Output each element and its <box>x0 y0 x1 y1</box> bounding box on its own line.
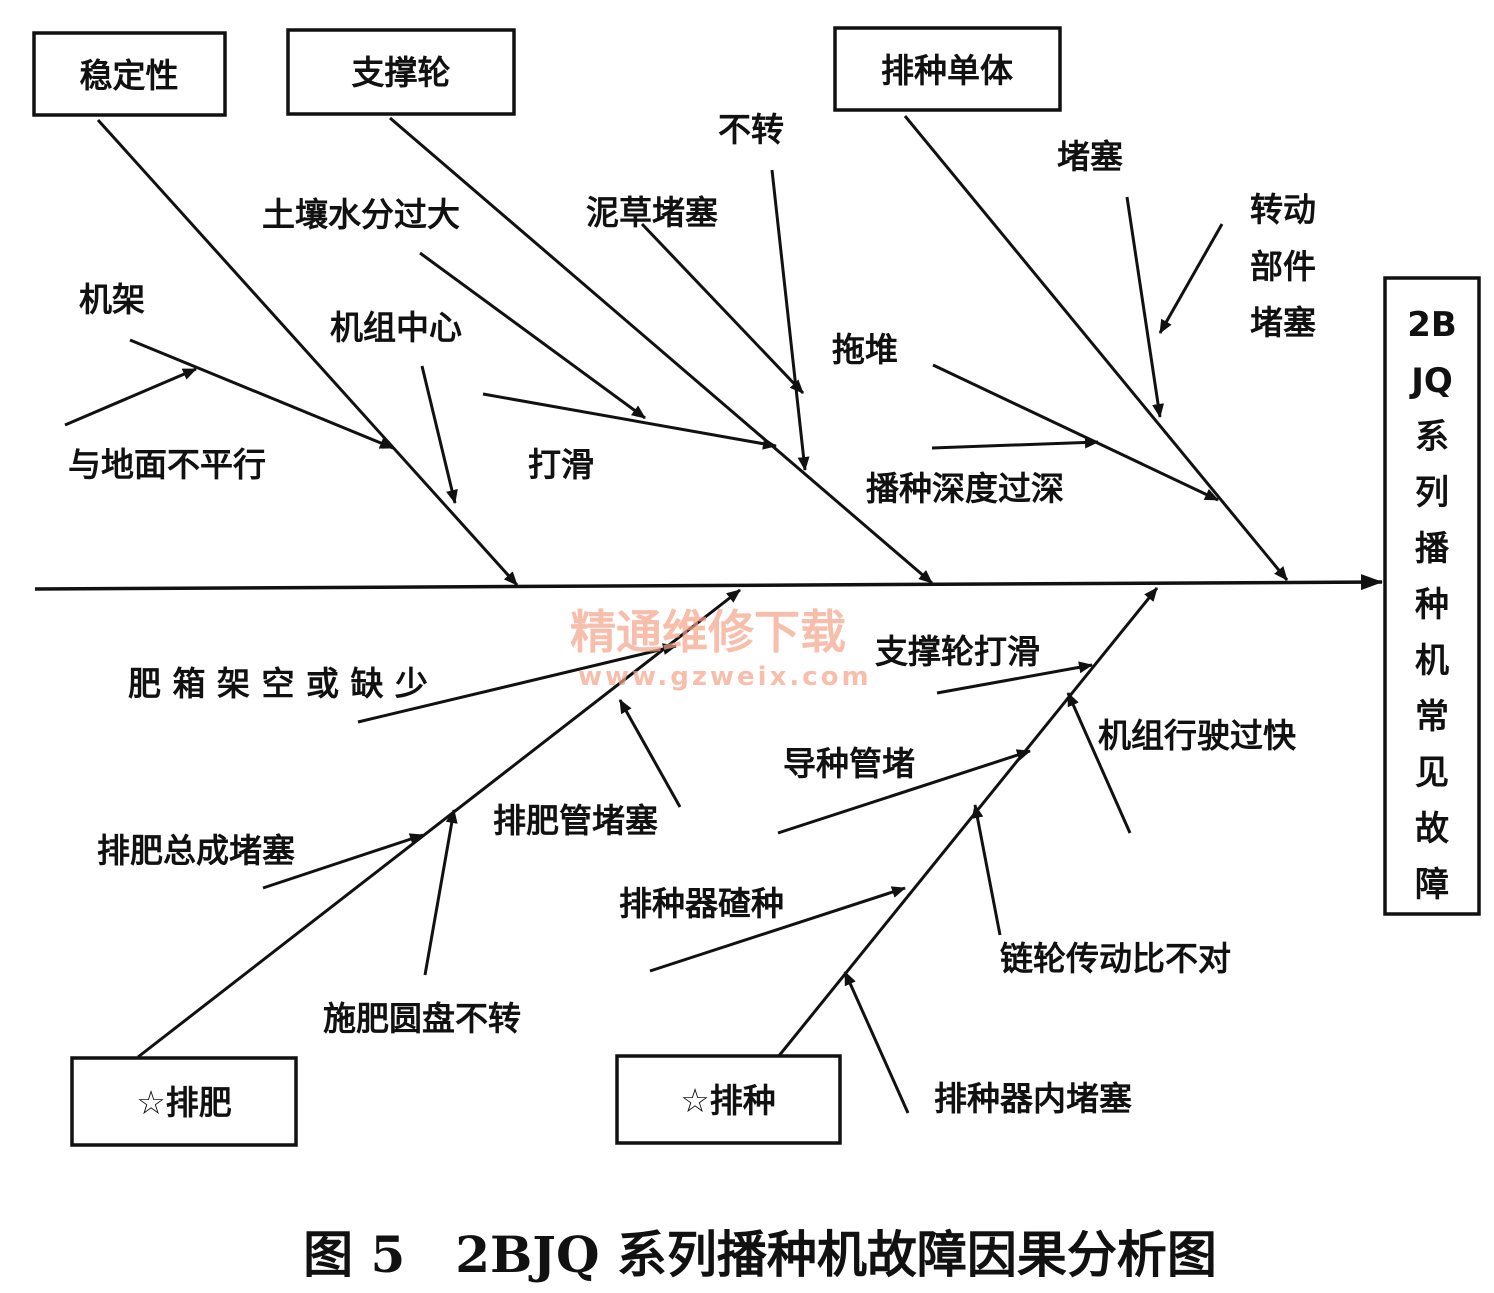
effect-line: JQ <box>1409 361 1453 401</box>
arrow-dragging-pile <box>932 363 1219 502</box>
cause-frame: 机架 <box>79 280 145 319</box>
arrow-seed-tube <box>777 749 1031 835</box>
effect-line: 常 <box>1415 697 1449 737</box>
arrow-travel-fast <box>1066 692 1132 834</box>
cause-fert-assembly-clog: 排肥总成堵塞 <box>97 831 295 870</box>
category-seeding: ☆排种 <box>615 1054 842 1145</box>
cause-fert-box-empty: 肥 箱 架 空 或 缺 少 <box>128 664 428 703</box>
category-stability: 稳定性 <box>32 31 227 117</box>
cause-unit-center: 机组中心 <box>330 308 462 347</box>
effect-line: 机 <box>1415 641 1449 681</box>
effect-line: 2B <box>1407 305 1457 345</box>
arrow-frame <box>129 338 394 450</box>
cause-seed-crushing: 排种器碴种 <box>619 884 784 923</box>
category-fertilizing-label: ☆排肥 <box>136 1083 232 1122</box>
arrow-clogging <box>1125 196 1165 418</box>
arrow-metering-clog <box>843 971 910 1114</box>
cause-sprocket-ratio: 链轮传动比不对 <box>1000 939 1231 978</box>
cause-fert-disc-not-turning: 施肥圆盘不转 <box>323 999 521 1038</box>
category-seeding-label: ☆排种 <box>680 1081 776 1120</box>
cause-travel-too-fast: 机组行驶过快 <box>1098 716 1297 755</box>
arrow-sprocket <box>971 804 1002 936</box>
arrow-not-parallel <box>64 367 197 427</box>
arrow-not-turning <box>770 169 810 471</box>
effect-line: 列 <box>1415 473 1449 513</box>
arrow-fert-assembly <box>262 833 424 890</box>
arrow-soil-moisture <box>419 251 646 420</box>
bone-support-wheel <box>389 116 933 585</box>
category-stability-label: 稳定性 <box>80 56 179 95</box>
bone-fertilizing <box>137 588 741 1059</box>
cause-metering-clog: 排种器内堵塞 <box>934 1079 1132 1118</box>
cause-slipping: 打滑 <box>528 445 594 484</box>
arrow-wheel-slip <box>936 661 1093 695</box>
figure-caption: 图 5 2BJQ 系列播种机故障因果分析图 <box>303 1225 1217 1284</box>
cause-not-turning: 不转 <box>718 110 784 149</box>
cause-seeding-too-deep: 播种深度过深 <box>866 469 1064 508</box>
category-fertilizing: ☆排肥 <box>70 1056 298 1147</box>
effect-line: 故 <box>1415 809 1449 849</box>
effect-box: 2B JQ 系 列 播 种 机 常 见 故 障 <box>1383 276 1481 916</box>
effect-line: 播 <box>1415 529 1450 569</box>
arrow-unit-center <box>420 365 458 504</box>
category-seeding-unit-label: 排种单体 <box>881 51 1013 90</box>
cause-not-parallel: 与地面不平行 <box>68 445 266 484</box>
bone-seeding-unit <box>903 115 1289 581</box>
arrow-rotating-parts <box>1158 223 1224 334</box>
arrow-fert-box <box>357 643 677 724</box>
cause-soil-moisture: 土壤水分过大 <box>262 195 460 234</box>
cause-support-wheel-slip: 支撑轮打滑 <box>875 632 1040 671</box>
arrow-seed-crushing <box>649 886 906 973</box>
effect-line: 系 <box>1415 417 1449 457</box>
effect-line: 种 <box>1415 585 1449 625</box>
arrow-fert-disc <box>423 809 458 976</box>
cause-clogging: 堵塞 <box>1057 137 1123 176</box>
category-seeding-unit: 排种单体 <box>833 26 1062 112</box>
watermark-title: 精通维修下载 <box>570 605 846 659</box>
arrow-mud-grass <box>640 222 805 395</box>
effect-line: 障 <box>1415 865 1449 905</box>
cause-rotating-parts-line: 堵塞 <box>1250 303 1316 342</box>
cause-dragging-pile: 拖堆 <box>832 330 898 369</box>
cause-seed-tube-clog: 导种管堵 <box>783 744 915 783</box>
watermark-url: www.gzweix.com <box>578 662 872 692</box>
spine-line <box>34 574 1383 591</box>
arrow-too-deep <box>931 436 1099 450</box>
category-support-wheel-label: 支撑轮 <box>352 53 451 92</box>
arrow-slipping <box>482 392 777 450</box>
bone-stability <box>96 118 519 587</box>
cause-rotating-parts-line: 部件 <box>1250 247 1316 286</box>
cause-rotating-parts-line: 转动 <box>1250 190 1316 229</box>
category-support-wheel: 支撑轮 <box>286 28 516 116</box>
cause-mud-grass-clog: 泥草堵塞 <box>586 193 718 232</box>
cause-fert-tube-clog: 排肥管堵塞 <box>493 801 658 840</box>
effect-line: 见 <box>1415 753 1449 793</box>
bone-seeding <box>776 587 1159 1058</box>
arrow-fert-tube <box>618 699 682 808</box>
